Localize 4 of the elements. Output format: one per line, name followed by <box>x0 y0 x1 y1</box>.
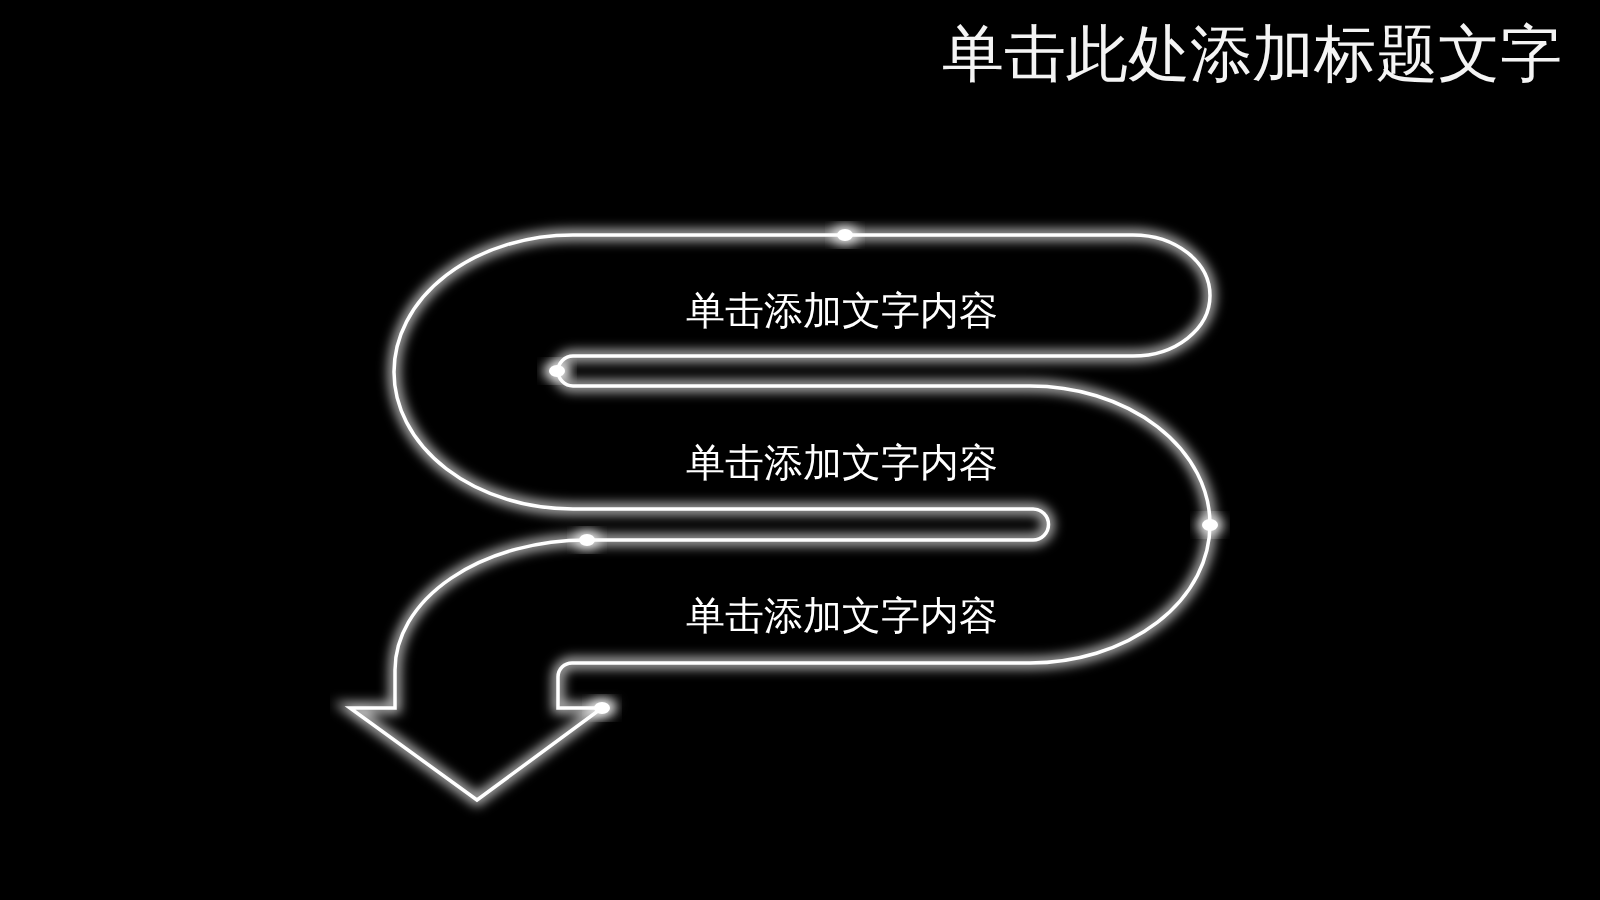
title: 单击此处添加标题文字 <box>942 20 1562 89</box>
band-text: 单击添加文字内容 <box>686 593 998 639</box>
band-text: 单击添加文字内容 <box>686 288 998 334</box>
band-text: 单击添加文字内容 <box>686 440 998 486</box>
